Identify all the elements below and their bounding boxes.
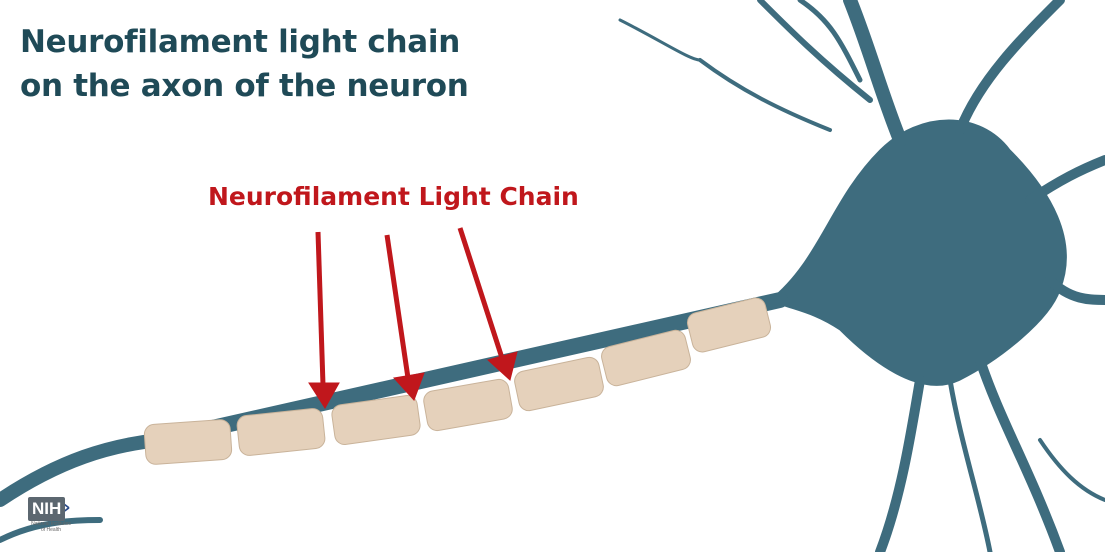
segment xyxy=(143,419,233,465)
nih-subtitle-line-2: of Health xyxy=(40,527,61,533)
segment xyxy=(331,395,421,445)
arrowhead xyxy=(486,351,518,381)
title-line-2: on the axon of the neuron xyxy=(20,68,469,104)
arrow xyxy=(384,234,411,379)
arrow xyxy=(315,231,326,386)
title-line-1: Neurofilament light chain xyxy=(20,24,460,60)
arrowhead xyxy=(393,372,425,401)
neurofilament-label: Neurofilament Light Chain xyxy=(208,182,579,211)
arrowhead xyxy=(308,382,340,409)
segment xyxy=(423,378,513,432)
nih-logo: NIH› National Institutes of Health xyxy=(28,497,78,533)
segment xyxy=(514,356,604,412)
chevron-right-icon: › xyxy=(63,497,71,518)
arrow xyxy=(457,227,505,359)
segment xyxy=(236,408,326,456)
cell-body xyxy=(769,119,1067,386)
myelin-segments xyxy=(143,297,772,465)
arrows xyxy=(308,227,518,409)
segment xyxy=(686,297,772,353)
nih-subtitle-line-1: National Institutes xyxy=(31,521,71,527)
nih-logo-subtitle: National Institutes of Health xyxy=(28,521,74,533)
page-title: Neurofilament light chain on the axon of… xyxy=(20,20,469,108)
nih-logo-text: NIH xyxy=(28,497,66,521)
segment xyxy=(601,329,691,387)
